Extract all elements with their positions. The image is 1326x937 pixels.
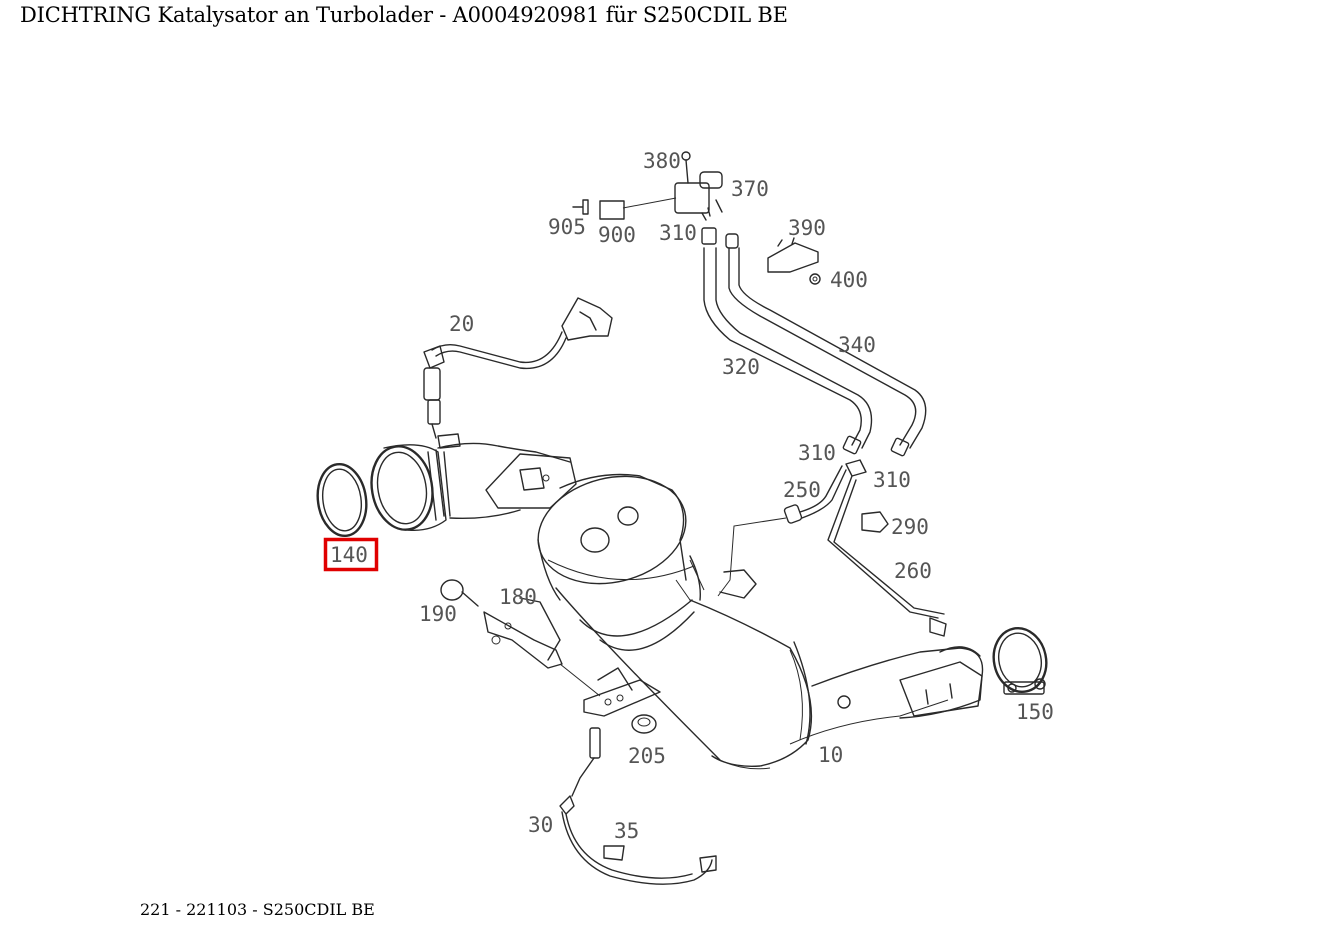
label-180[interactable]: 180	[499, 585, 537, 609]
label-340[interactable]: 340	[838, 333, 876, 357]
label-30[interactable]: 30	[528, 813, 553, 837]
part-labels: 380 370 905 900 310 390 400 20 340 320 3…	[323, 149, 1054, 843]
label-260[interactable]: 260	[894, 559, 932, 583]
page-title: DICHTRING Katalysator an Turbolader - A0…	[20, 3, 788, 27]
mount-bracket-205	[559, 663, 661, 734]
label-205[interactable]: 205	[628, 744, 666, 768]
catalytic-converter-10	[537, 473, 984, 770]
highlight-box-140	[323, 537, 379, 572]
label-320[interactable]: 320	[722, 355, 760, 379]
label-250[interactable]: 250	[783, 478, 821, 502]
label-900[interactable]: 900	[598, 223, 636, 247]
bracket-180-190	[440, 579, 563, 669]
label-35[interactable]: 35	[614, 819, 639, 843]
label-20[interactable]: 20	[449, 312, 474, 336]
label-380[interactable]: 380	[643, 149, 681, 173]
label-290[interactable]: 290	[891, 515, 929, 539]
clip-290	[861, 511, 889, 533]
pressure-pipe-250-260	[717, 459, 947, 637]
bracket-390	[767, 237, 821, 285]
inlet-pipe	[370, 433, 577, 531]
label-310-mid[interactable]: 310	[798, 441, 836, 465]
label-140[interactable]: 140	[330, 543, 368, 567]
label-310-right[interactable]: 310	[873, 468, 911, 492]
label-400[interactable]: 400	[830, 268, 868, 292]
label-190[interactable]: 190	[419, 602, 457, 626]
label-310-top[interactable]: 310	[659, 221, 697, 245]
hose-320-340	[701, 227, 927, 457]
label-10[interactable]: 10	[818, 743, 843, 767]
clamp-150	[992, 627, 1048, 695]
temperature-sensor-30	[559, 727, 717, 885]
diagram-footer: 221 - 221103 - S250CDIL BE	[140, 900, 375, 919]
seal-ring-140	[316, 462, 368, 538]
label-150[interactable]: 150	[1016, 700, 1054, 724]
pressure-sensor-group	[572, 151, 723, 221]
label-390[interactable]: 390	[788, 216, 826, 240]
label-370[interactable]: 370	[731, 177, 769, 201]
label-905[interactable]: 905	[548, 215, 586, 239]
lambda-sensor-20	[423, 297, 613, 439]
